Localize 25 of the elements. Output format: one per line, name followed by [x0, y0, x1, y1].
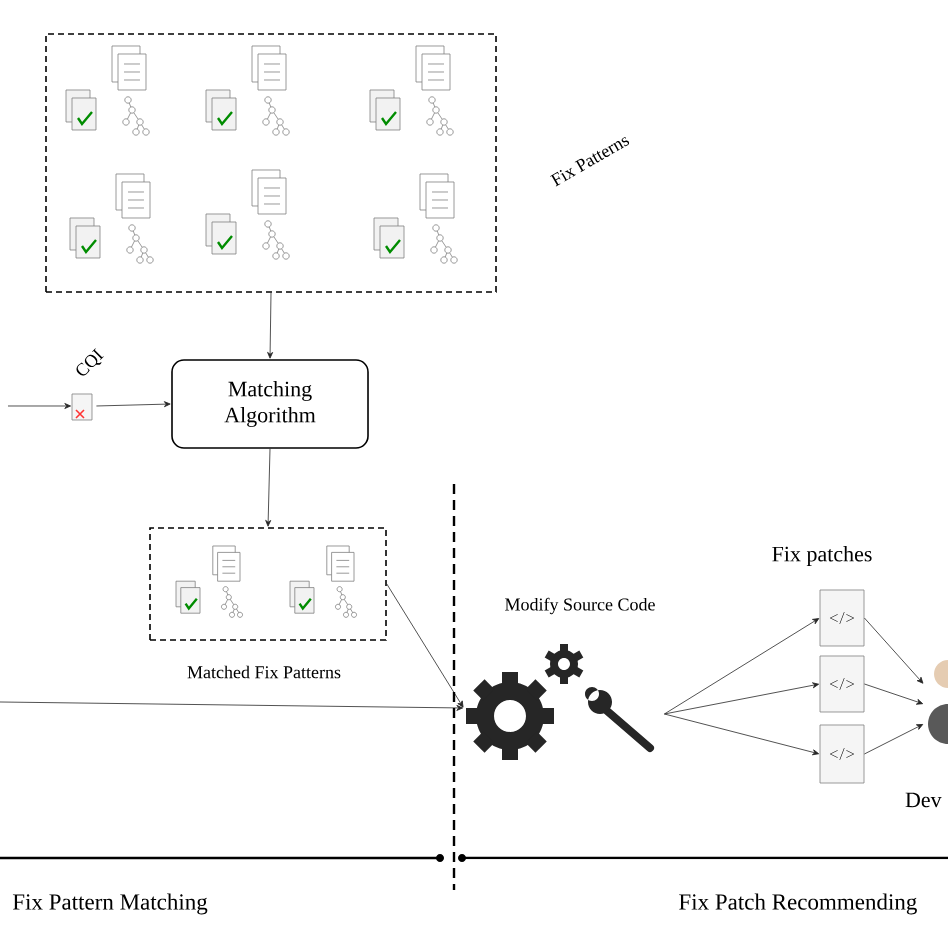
caption-text: CQI [76, 348, 104, 376]
caption-text: Dev [905, 792, 942, 808]
document-icon [71, 393, 93, 421]
dashed-group-box [149, 527, 387, 641]
arrow [267, 292, 274, 359]
arrow [265, 448, 272, 527]
arrow [664, 618, 820, 715]
arrow [864, 617, 924, 684]
arrow [864, 683, 924, 705]
arrow [0, 701, 463, 711]
caption-text: Modify Source Code [505, 597, 655, 615]
arrow [7, 403, 71, 409]
arrow [664, 713, 820, 756]
person-drawing [928, 660, 948, 744]
arrow [664, 682, 820, 715]
dashed-group-box [45, 33, 497, 293]
caption-text: Matched Fix Patterns [187, 665, 341, 679]
phase-label: Fix Patch Recommending [679, 893, 917, 915]
arrow [864, 724, 924, 755]
process-box: Matching Algorithm [171, 359, 369, 449]
phase-label: Fix patches [772, 546, 872, 566]
arrow [96, 401, 171, 408]
gears-wrench-drawing [466, 644, 654, 760]
arrow [386, 583, 464, 708]
phase-label: Fix Pattern Matching [12, 893, 208, 915]
